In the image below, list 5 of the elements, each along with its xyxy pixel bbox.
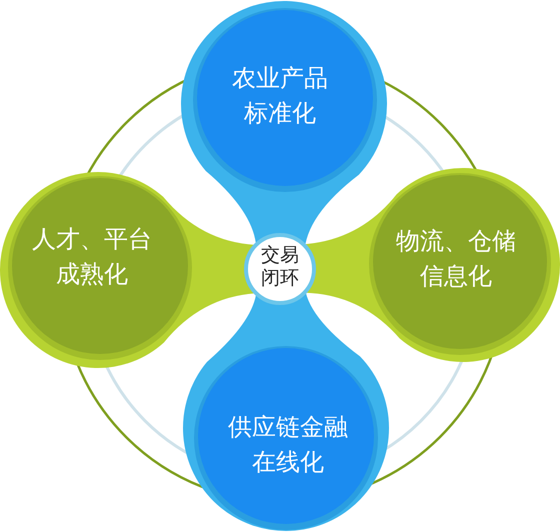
node-label: 物流、仓储信息化 [395, 226, 517, 292]
node-label: 农业产品标准化 [231, 63, 329, 129]
node-label: 人才、平台成熟化 [31, 224, 153, 290]
node-label: 供应链金融在线化 [227, 412, 349, 478]
center-label: 交易闭环 [260, 244, 300, 290]
